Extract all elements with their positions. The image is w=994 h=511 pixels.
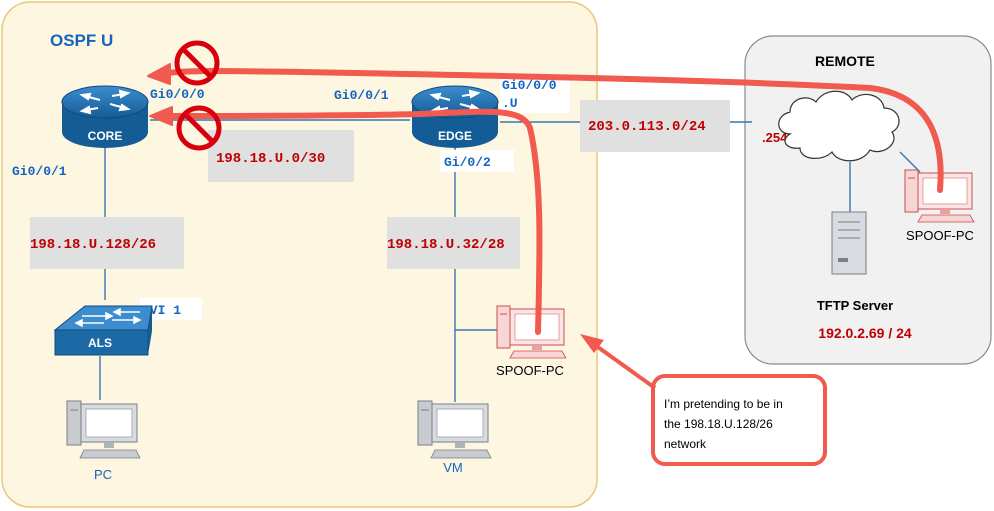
iface-edge-gi000-addr: .U (502, 96, 518, 111)
pc-label: PC (94, 467, 112, 482)
subnet-box-edge-lan (387, 217, 520, 269)
subnet-wan: 203.0.113.0/24 (588, 119, 706, 135)
iface-edge-gi02: Gi/0/2 (444, 155, 491, 170)
remote-zone-title: REMOTE (815, 53, 875, 69)
tftp-server-icon[interactable] (831, 211, 867, 275)
subnet-box-core-edge (208, 130, 354, 182)
block-icon-remote (174, 40, 220, 86)
spoof-pc-local-label: SPOOF-PC (496, 363, 564, 378)
ospf-zone-title: OSPF U (50, 31, 113, 50)
subnet-edge-lan: 198.18.U.32/28 (387, 237, 505, 253)
spoof-path-local (167, 108, 543, 335)
internet-cloud-icon (778, 90, 900, 162)
callout-line-3: network (664, 437, 707, 451)
iface-core-gi000: Gi0/0/0 (150, 87, 205, 102)
callout-line-2: the 198.18.U.128/26 (664, 417, 773, 431)
spoof-pc-local-icon[interactable] (496, 305, 567, 359)
callout-box (651, 374, 827, 466)
core-router-label: CORE (88, 129, 123, 143)
spoof-pc-remote-icon[interactable] (904, 169, 975, 223)
spoof-path-remote (165, 68, 944, 193)
als-switch-icon[interactable]: ALS (53, 305, 153, 356)
subnet-box-core-als (30, 217, 184, 269)
core-router-icon[interactable]: CORE (61, 85, 149, 148)
callout-arrow-line (593, 343, 657, 390)
vm-icon[interactable] (417, 400, 492, 459)
block-icon-local (176, 105, 222, 151)
tftp-server-label: TFTP Server (817, 298, 893, 313)
als-switch-label: ALS (88, 336, 112, 350)
link-cloud-spoof-remote (899, 151, 921, 173)
edge-router-icon[interactable]: EDGE (411, 85, 499, 148)
iface-edge-gi001: Gi0/0/1 (334, 88, 389, 103)
tftp-server-ip: 192.0.2.69 / 24 (818, 325, 912, 341)
pc-icon[interactable] (66, 400, 141, 459)
callout-arrow-head (580, 334, 604, 353)
vm-label: VM (443, 460, 463, 475)
label-bg-edge-gi000 (500, 75, 570, 113)
iface-core-gi001: Gi0/0/1 (12, 164, 67, 179)
subnet-core-als: 198.18.U.128/26 (30, 237, 156, 253)
iface-cloud-host: .254 (762, 130, 788, 145)
edge-router-label: EDGE (438, 129, 472, 143)
label-bg-als-svi (140, 298, 202, 320)
subnet-core-edge: 198.18.U.0/30 (216, 151, 325, 167)
label-bg-edge-gi02 (440, 150, 514, 172)
spoof-path-local-arrow (149, 106, 173, 126)
iface-edge-gi000: Gi0/0/0 (502, 78, 557, 93)
spoof-path-remote-arrow (147, 63, 171, 85)
subnet-box-wan (580, 100, 730, 152)
spoof-traffic-paths (147, 63, 944, 335)
spoof-pc-remote-label: SPOOF-PC (906, 228, 974, 243)
callout-line-1: I’m pretending to be in (664, 397, 783, 411)
